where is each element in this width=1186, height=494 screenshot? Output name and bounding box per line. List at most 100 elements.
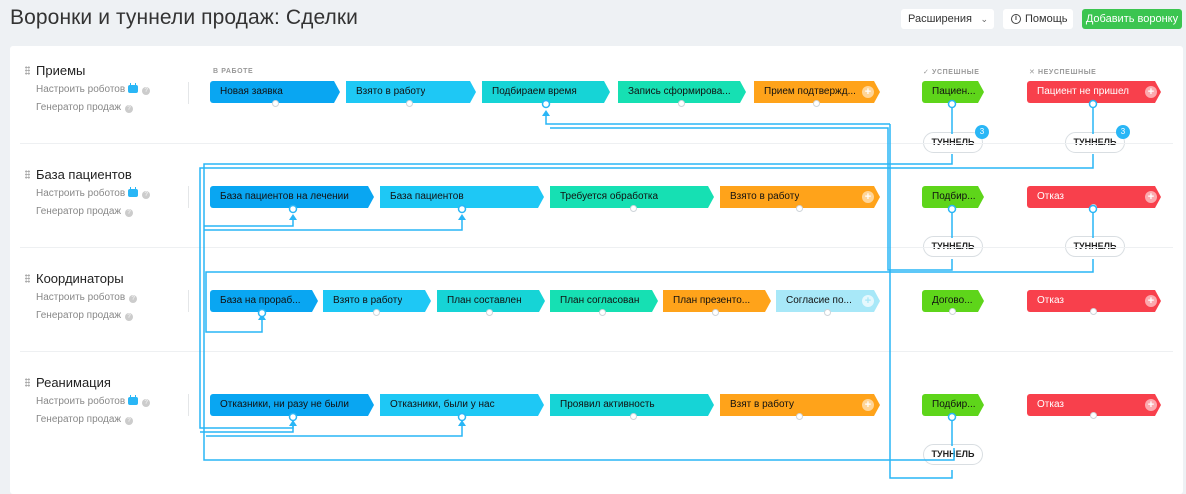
help-icon: ? (142, 399, 151, 407)
column-header-in-work: В РАБОТЕ (213, 68, 254, 75)
stage-label: База пациентов на лечении (220, 191, 349, 202)
add-stage-icon[interactable]: + (1145, 86, 1157, 98)
drag-handle-icon[interactable] (25, 274, 30, 283)
add-stage-icon[interactable]: + (1145, 295, 1157, 307)
stage[interactable]: Новая заявка (210, 81, 340, 103)
sales-generator-link[interactable]: Генератор продаж? (36, 206, 134, 217)
stage-connector-dot[interactable] (630, 413, 637, 420)
sales-generator-link[interactable]: Генератор продаж? (36, 414, 134, 425)
add-stage-icon[interactable]: + (862, 191, 874, 203)
funnels-board: В РАБОТЕ ✓ УСПЕШНЫЕ ✕ НЕУСПЕШНЫЕ Приемы … (10, 46, 1183, 494)
stage-label: Пациен... (932, 86, 976, 97)
stage-label: План составлен (447, 295, 522, 306)
divider (188, 82, 189, 104)
stage-connector-dot[interactable] (796, 413, 803, 420)
stage-connector-dot[interactable] (678, 100, 685, 107)
row-divider (20, 143, 1173, 144)
success-stage[interactable]: Пациен... (922, 81, 984, 103)
divider (188, 394, 189, 416)
stage-connector-dot[interactable] (824, 309, 831, 316)
tunnel-button[interactable]: ТУННЕЛЬ (1065, 132, 1125, 153)
add-stage-icon[interactable]: + (862, 295, 874, 307)
configure-robots-link[interactable]: Настроить роботов? (36, 83, 151, 95)
stage-connector-dot[interactable] (813, 100, 820, 107)
funnel-name[interactable]: База пациентов (36, 167, 132, 182)
sales-generator-link[interactable]: Генератор продаж? (36, 102, 134, 113)
fail-stage[interactable]: Пациент не пришел (1027, 81, 1161, 103)
stage-label: Взято в работу (333, 295, 403, 306)
funnel-row-priemy: Приемы Настроить роботов? Генератор прод… (10, 46, 1183, 153)
robot-icon (128, 187, 139, 197)
stage-connector-dot[interactable] (1090, 204, 1097, 211)
tunnel-button[interactable]: ТУННЕЛЬ (923, 444, 983, 465)
stage[interactable]: База пациентов на лечении (210, 186, 374, 208)
stage-label: Взято в работу (356, 86, 426, 97)
stage-label: Отказ (1037, 295, 1064, 306)
divider (188, 186, 189, 208)
drag-handle-icon[interactable] (25, 66, 30, 75)
row-divider (20, 247, 1173, 248)
sales-generator-label: Генератор продаж (36, 414, 122, 425)
stage-connector-dot[interactable] (630, 205, 637, 212)
help-button[interactable]: i Помощь (1003, 9, 1073, 29)
stage[interactable]: Отказники, были у нас (380, 394, 544, 416)
page-title: Воронки и туннели продаж: Сделки (10, 6, 358, 29)
stage-connector-dot[interactable] (373, 309, 380, 316)
drag-handle-icon[interactable] (25, 170, 30, 179)
stage-connector-dot[interactable] (1090, 412, 1097, 419)
add-stage-icon[interactable]: + (862, 399, 874, 411)
add-stage-icon[interactable]: + (1145, 191, 1157, 203)
stage-connector-dot[interactable] (712, 309, 719, 316)
extensions-select[interactable]: Расширения ⌄ (901, 9, 994, 29)
stage-label: Отказ (1037, 399, 1064, 410)
sales-generator-label: Генератор продаж (36, 206, 122, 217)
stage[interactable]: Подбираем время (482, 81, 610, 103)
stage-connector-dot[interactable] (796, 205, 803, 212)
configure-robots-link[interactable]: Настроить роботов? (36, 292, 138, 303)
add-stage-icon[interactable]: + (1145, 399, 1157, 411)
stage-connector-dot[interactable] (949, 308, 956, 315)
add-funnel-button[interactable]: Добавить воронку (1082, 9, 1182, 29)
stage[interactable]: База пациентов (380, 186, 544, 208)
stage[interactable]: Отказники, ни разу не были (210, 394, 374, 416)
row-divider (20, 351, 1173, 352)
funnel-name[interactable]: Реанимация (36, 375, 111, 390)
drag-handle-icon[interactable] (25, 378, 30, 387)
stage-connector-dot[interactable] (272, 100, 279, 107)
funnel-name[interactable]: Координаторы (36, 271, 124, 286)
help-icon: ? (142, 191, 151, 199)
stage-connector-dot[interactable] (1090, 308, 1097, 315)
sales-generator-link[interactable]: Генератор продаж? (36, 310, 134, 321)
help-icon: ? (125, 209, 134, 217)
stage[interactable]: Прием подтвержд... (754, 81, 880, 103)
robot-icon (128, 395, 139, 405)
configure-robots-link[interactable]: Настроить роботов? (36, 187, 151, 199)
stage[interactable]: Взято в работу (346, 81, 476, 103)
stage-connector-dot[interactable] (599, 309, 606, 316)
stage[interactable]: База на прораб... (210, 290, 318, 312)
stage[interactable]: Запись сформирова... (618, 81, 746, 103)
stage-label: Пациент не пришел (1037, 86, 1130, 97)
stage-label: База пациентов (390, 191, 464, 202)
sales-generator-label: Генератор продаж (36, 310, 122, 321)
configure-robots-label: Настроить роботов (36, 292, 126, 303)
help-icon: ? (125, 313, 134, 321)
chevron-down-icon: ⌄ (980, 14, 988, 24)
stage-connector-dot[interactable] (486, 309, 493, 316)
stage-label: Взят в работу (730, 399, 795, 410)
success-stage[interactable]: Подбир... (922, 394, 984, 416)
column-header-success: ✓ УСПЕШНЫЕ (923, 69, 980, 76)
help-icon: ? (125, 105, 134, 113)
add-stage-icon[interactable]: + (862, 86, 874, 98)
stage-label: Подбираем время (492, 86, 577, 97)
success-stage[interactable]: Подбир... (922, 186, 984, 208)
funnel-row-patients: База пациентов Настроить роботов? Генера… (10, 150, 1183, 257)
funnel-name[interactable]: Приемы (36, 63, 86, 78)
configure-robots-link[interactable]: Настроить роботов? (36, 395, 151, 407)
help-icon: ? (129, 295, 138, 303)
configure-robots-label: Настроить роботов (36, 396, 126, 407)
stage-connector-dot[interactable] (406, 100, 413, 107)
help-label: Помощь (1025, 13, 1068, 25)
stage-label: Проявил активность (560, 399, 655, 410)
tunnel-count-badge: 3 (975, 125, 989, 139)
